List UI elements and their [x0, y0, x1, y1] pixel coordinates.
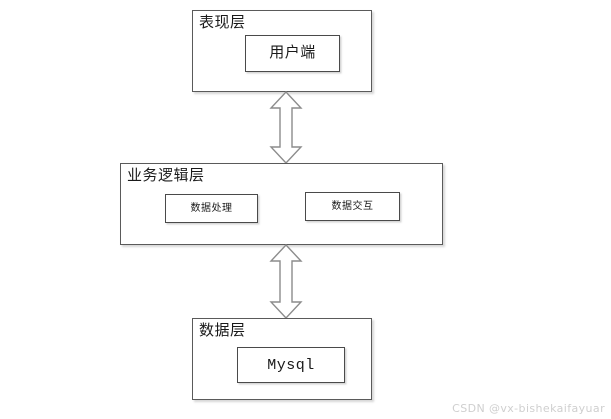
- connector-business-data: [268, 244, 304, 319]
- layer-box-presentation: 表现层: [192, 10, 372, 92]
- bidirectional-arrow-icon: [269, 91, 303, 164]
- watermark-text: CSDN @vx-bishekaifayuar: [452, 402, 605, 415]
- layer-title-business: 业务逻辑层: [127, 168, 205, 184]
- component-label-data-process: 数据处理: [190, 202, 233, 214]
- component-box-data-process: 数据处理: [165, 194, 258, 223]
- component-box-client: 用户端: [245, 35, 340, 72]
- component-label-client: 用户端: [269, 45, 316, 61]
- component-box-mysql: Mysql: [237, 347, 345, 383]
- bidirectional-arrow-icon: [269, 244, 303, 319]
- layer-title-presentation: 表现层: [199, 15, 246, 31]
- component-label-mysql: Mysql: [267, 356, 315, 374]
- layer-title-data: 数据层: [199, 323, 246, 339]
- component-box-data-interact: 数据交互: [305, 192, 400, 221]
- component-label-data-interact: 数据交互: [331, 200, 374, 212]
- connector-presentation-business: [268, 91, 304, 164]
